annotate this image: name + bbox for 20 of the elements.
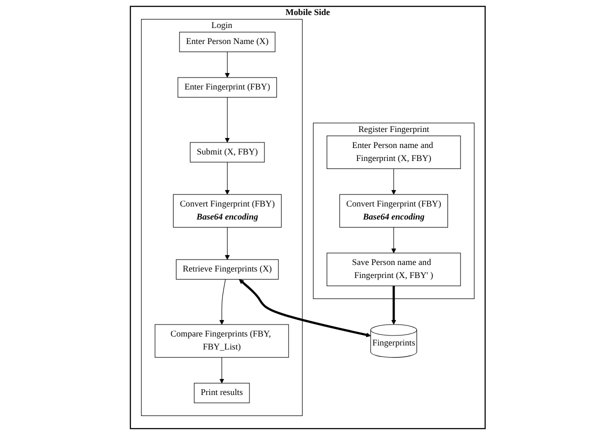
arrow xyxy=(220,279,226,325)
arrow xyxy=(225,97,230,143)
arrow xyxy=(392,168,396,195)
node-box: Retrieve Fingerprints (X) xyxy=(176,259,279,280)
arrow xyxy=(239,279,372,338)
node-box: Enter Person Name (X) xyxy=(179,32,276,52)
arrow xyxy=(225,52,230,78)
node-box: Save Person name and Fingerprint (X, FBY' ) xyxy=(326,252,462,286)
arrow xyxy=(392,286,396,325)
node-box: Print results xyxy=(194,382,250,404)
node-box: Convert Fingerprint (FBY) Base64 encoding xyxy=(340,194,448,228)
node-box: Compare Fingerprints (FBY, FBY_List) xyxy=(154,324,290,358)
arrow xyxy=(220,357,224,384)
node-box: Enter Person name and Fingerprint (X, FBY) xyxy=(326,136,462,169)
node-box: Enter Fingerprint (FBY) xyxy=(178,77,278,98)
node-box: Submit (X, FBY) xyxy=(190,142,265,162)
arrow xyxy=(225,227,230,260)
arrow xyxy=(225,162,230,195)
arrow xyxy=(392,227,396,254)
node-box: Convert Fingerprint (FBY) Base64 encoding xyxy=(173,194,282,228)
